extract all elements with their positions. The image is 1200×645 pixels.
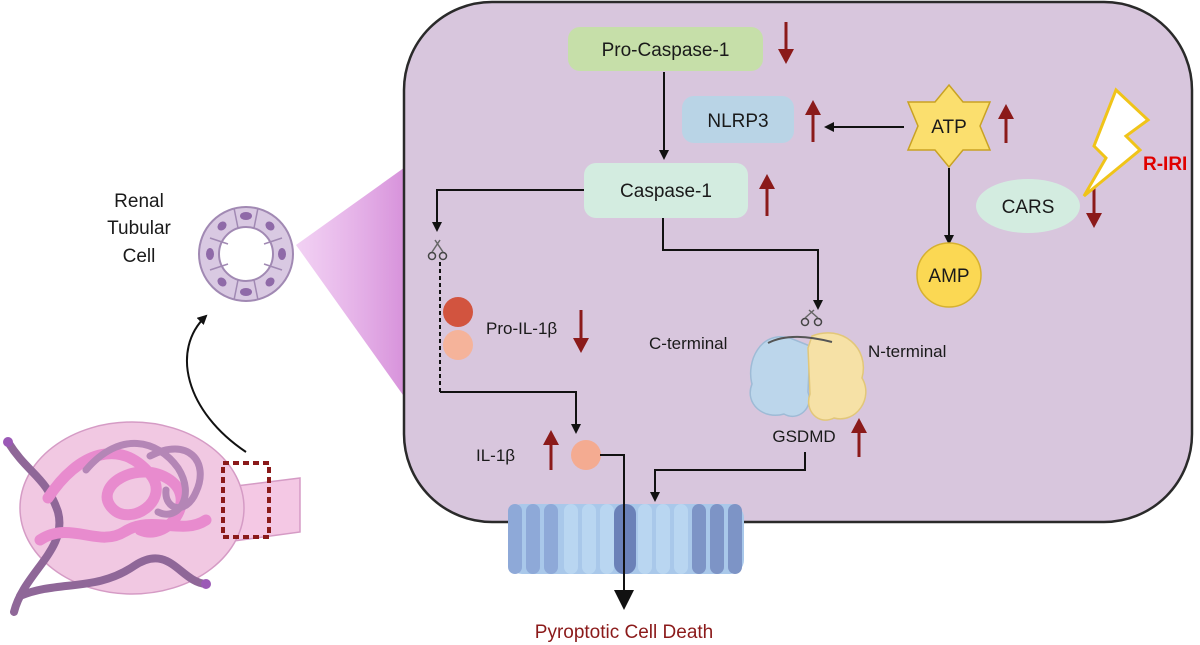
kidney-nephron-icon [3,421,301,616]
pro-caspase-1-label: Pro-Caspase-1 [602,40,730,61]
nlrp3-up-arrow [805,100,821,142]
caspase-to-il1b-arrow [432,189,584,232]
amp-circle [916,242,982,308]
r-iri-label: R-IRI [1143,154,1187,175]
amp-label: AMP [928,266,969,287]
zoom-region-box [221,461,271,539]
caspase-1-label: Caspase-1 [620,181,712,202]
pro-il-1b-light-ball [443,330,473,360]
il-1b-label: IL-1β [476,446,515,465]
n-terminal-label: N-terminal [868,342,946,361]
caspase-to-gsdmd-arrow [662,218,823,310]
nlrp3-label: NLRP3 [707,111,768,132]
caspase-1-box [584,163,748,218]
il-1b-release-arrow [600,454,625,596]
pro-il-1b-label: Pro-IL-1β [486,319,557,338]
gsdmd-to-membrane-arrow [650,452,806,502]
tubular-cell-body [402,0,1194,524]
scissors-icon [427,239,448,261]
pro-il-1b-dark-ball [443,297,473,327]
gsdmd-label: GSDMD [772,427,835,446]
tubule-cross-section-icon [198,206,294,302]
zoom-arrow [185,314,247,453]
pro-il-1b-down-arrow [573,310,589,353]
cars-label: CARS [1002,197,1055,218]
lightning-bolt-icon [1082,87,1151,198]
magnification-funnel [296,165,408,402]
pro-il-1b-to-il-1b-arrow [440,391,581,434]
gsdmd-up-arrow [851,418,867,457]
tubular-label: Tubular [107,218,171,239]
c-terminal-label: C-terminal [649,334,727,353]
cell-label: Cell [123,246,156,267]
renal-label: Renal [114,191,164,212]
atp-star [906,83,992,169]
renal-tubular-cell-label: Renal Tubular Cell [107,191,171,267]
atp-up-arrow [998,104,1014,143]
pro-caspase-1-box [568,27,763,71]
pro-caspase-1-down-arrow [778,22,794,64]
il-1b-up-arrow [543,430,559,470]
atp-label: ATP [931,117,967,138]
nlrp3-box [682,96,794,143]
outcome-label: Pyroptotic Cell Death [535,622,713,643]
cell-membrane-icon [508,504,744,574]
caspase-1-up-arrow [759,174,775,216]
gasdermin-pore-icon [749,309,867,421]
il-1b-ball [571,440,601,470]
cars-oval [976,179,1080,233]
